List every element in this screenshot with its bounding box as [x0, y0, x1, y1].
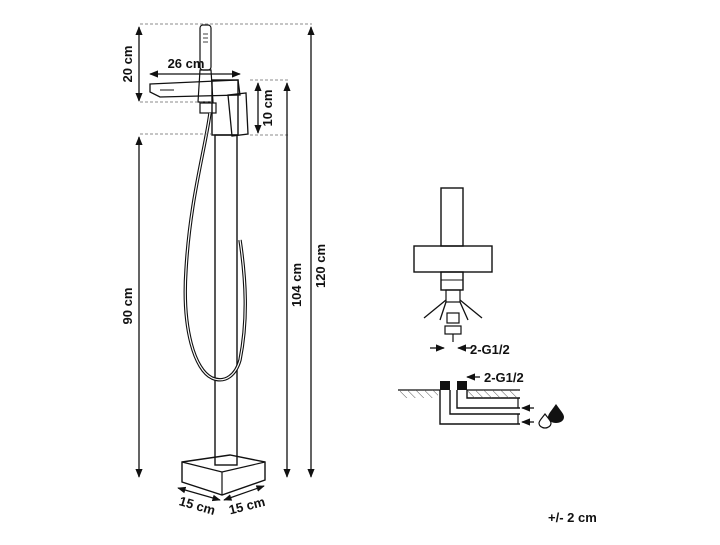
label-valve-thread: 2-G1/2 — [470, 342, 510, 357]
floor-base — [181, 454, 266, 496]
cold-water-drop-icon — [538, 413, 552, 429]
label-inlet-thread: 2-G1/2 — [484, 370, 524, 385]
dimension-line-base-depth — [177, 486, 221, 502]
label-spout-drop: 10 cm — [260, 90, 275, 127]
floor-inlet-detail — [398, 381, 520, 425]
label-total-height: 120 cm — [313, 244, 328, 288]
dimension-line-base-width — [223, 485, 265, 501]
label-spout-length: 26 cm — [168, 56, 205, 71]
mixer-handle — [227, 92, 249, 137]
faucet-drawing — [149, 24, 266, 496]
valve-detail — [413, 187, 493, 342]
column — [214, 134, 238, 466]
hot-water-drop-icon — [548, 404, 564, 423]
label-column-height: 90 cm — [120, 288, 135, 325]
label-top-height: 20 cm — [120, 46, 135, 83]
spout — [149, 79, 241, 98]
tolerance-note: +/- 2 cm — [548, 510, 597, 525]
label-spout-height: 104 cm — [289, 263, 304, 307]
